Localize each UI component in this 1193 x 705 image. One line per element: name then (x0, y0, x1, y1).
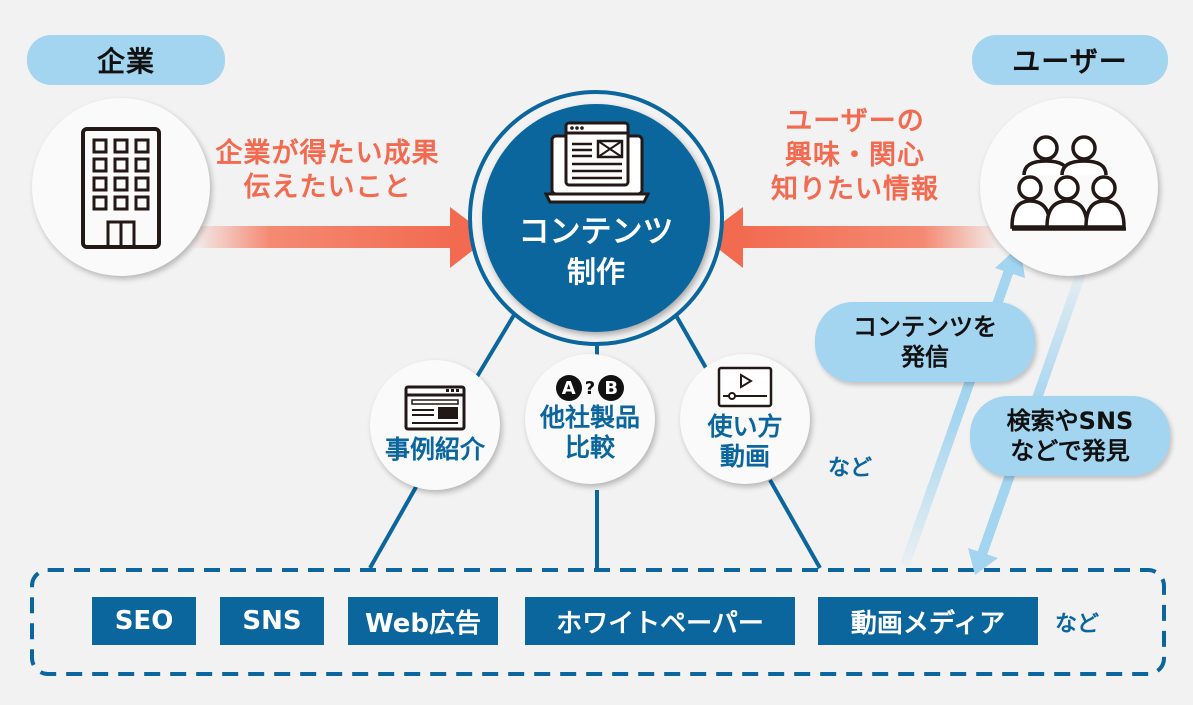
user-message: ユーザーの 興味・関心 知りたい情報 (745, 105, 965, 207)
right-arrow-shaft (738, 226, 1003, 248)
company-message: 企業が得たい成果 伝えたいこと (190, 137, 465, 205)
people-group-icon (1010, 135, 1126, 231)
user-label: ユーザー (972, 35, 1168, 85)
company-message-line: 伝えたいこと (243, 172, 412, 203)
channel-web-ads: Web広告 (348, 597, 498, 645)
company-message-line: 企業が得たい成果 (215, 138, 440, 169)
user-message-line: 興味・関心 (785, 140, 925, 171)
laptop-document-icon (544, 121, 650, 204)
spoke-line (768, 479, 822, 569)
channel-sns: SNS (220, 597, 324, 645)
discover-line: 検索やSNS (1006, 407, 1134, 435)
content-type-label: 事例紹介 (384, 435, 485, 464)
a-vs-b-icon: A ? B (555, 375, 625, 401)
channel-whitepaper: ホワイトペーパー (525, 597, 795, 645)
company-label: 企業 (27, 35, 225, 85)
user-circle (980, 98, 1158, 276)
user-message-line: ユーザーの (785, 106, 925, 137)
center-title-line: コンテンツ (518, 214, 674, 250)
content-type-label: 使い方 (707, 412, 783, 441)
center-circle: コンテンツ 制作 (482, 104, 710, 332)
content-type-label: 他社製品 (539, 403, 640, 432)
publish-line: コンテンツを (853, 313, 997, 341)
content-type-case-study: 事例紹介 (370, 360, 500, 490)
channel-seo: SEO (92, 597, 196, 645)
spoke-line (368, 479, 422, 569)
discover-line: などで発見 (1010, 437, 1130, 465)
channels-etc: など (1055, 612, 1100, 637)
channel-video-media: 動画メディア (818, 597, 1038, 645)
company-circle (32, 98, 210, 276)
content-type-competitor-comparison: A ? B 他社製品 比較 (525, 354, 655, 484)
center-title: コンテンツ 制作 (482, 212, 710, 292)
discover-pill: 検索やSNS などで発見 (970, 396, 1170, 476)
question-icon: ? (584, 377, 596, 399)
content-type-label: 比較 (564, 433, 615, 462)
publish-content-pill: コンテンツを 発信 (815, 302, 1035, 382)
content-types-etc: など (828, 456, 873, 481)
channels-frame (30, 568, 1166, 676)
a-icon: A (555, 375, 582, 401)
left-arrow-shaft (190, 226, 455, 248)
content-type-label: 動画 (719, 442, 770, 471)
user-message-line: 知りたい情報 (771, 174, 939, 205)
spoke-line (473, 303, 522, 382)
office-building-icon (81, 127, 161, 249)
b-icon: B (598, 375, 625, 401)
browser-window-icon (404, 385, 466, 431)
company-label-text: 企業 (96, 45, 155, 78)
video-player-icon (717, 366, 773, 408)
content-type-howto-video: 使い方 動画 (680, 354, 810, 484)
center-title-line: 制作 (566, 255, 625, 289)
publish-line: 発信 (901, 343, 949, 371)
right-arrow-head (703, 207, 743, 268)
discover-arrow-head (968, 548, 998, 575)
user-label-text: ユーザー (1012, 45, 1128, 78)
